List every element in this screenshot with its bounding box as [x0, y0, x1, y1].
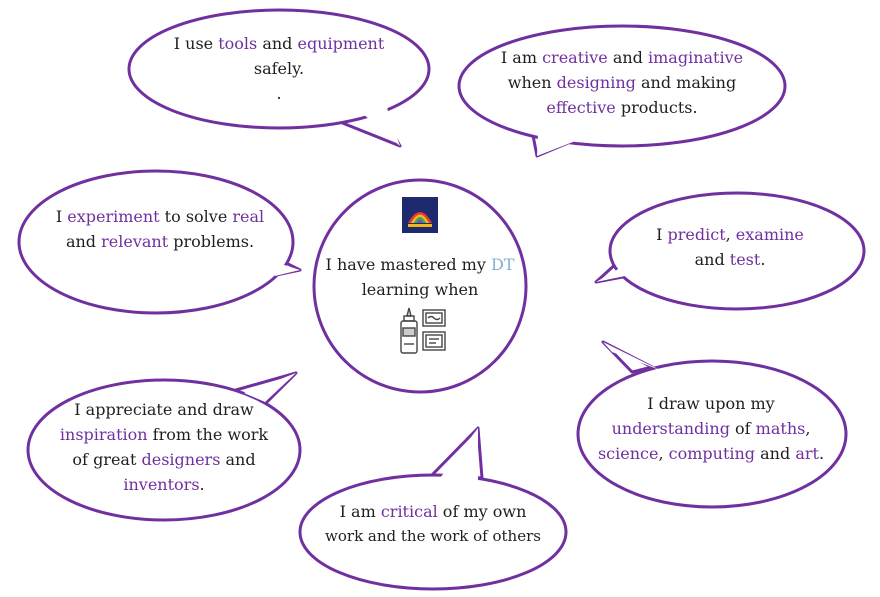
bubble-creative-body [457, 24, 787, 148]
critical-text: I am critical of my own work and the wor… [325, 502, 541, 545]
inspiration-text: I appreciate and draw inspiration from t… [59, 400, 269, 494]
keyword-experiment: experiment [67, 207, 160, 226]
center-text: I have mastered my DT learning when [320, 252, 520, 302]
experiment-text: I experiment to solve real and relevant … [55, 207, 265, 251]
keyword-maths: maths [755, 419, 806, 438]
keyword-real: real [232, 207, 265, 226]
predict-text: I predict, examine and test. [656, 225, 804, 269]
bubble-understanding-body [576, 359, 848, 509]
keyword-tools: tools [218, 34, 258, 53]
bubble-predict-body [608, 191, 866, 311]
center-line1: I have mastered my [325, 255, 491, 274]
keyword-understanding: understanding [611, 419, 730, 438]
creative-text: I am creative and imaginative when desig… [500, 48, 744, 117]
bubble-tools-body [127, 8, 431, 130]
keyword-inspiration: inspiration [59, 425, 148, 444]
bubble-critical-body [298, 473, 568, 591]
school-logo-icon [402, 197, 438, 233]
bubble-experiment-body [17, 169, 295, 315]
tools-text: I use tools and equipment safely. . [173, 34, 385, 103]
keyword-imaginative: imaginative [648, 48, 744, 67]
center-line2: learning when [361, 280, 479, 299]
keyword-designers: designers [141, 450, 221, 469]
keyword-inventors: inventors [123, 475, 200, 494]
keyword-art: art [795, 444, 819, 463]
keyword-creative: creative [542, 48, 608, 67]
glue-bottle-icon [400, 307, 446, 354]
keyword-equipment: equipment [297, 34, 385, 53]
keyword-science: science [597, 444, 659, 463]
keyword-computing: computing [668, 444, 756, 463]
keyword-critical: critical [380, 502, 438, 521]
center-circle [312, 178, 528, 394]
keyword-designing: designing [556, 73, 636, 92]
bubble-inspiration-body [26, 378, 302, 522]
keyword-predict: predict [667, 225, 726, 244]
dt-highlight: DT [490, 255, 515, 274]
understanding-text: I draw upon my understanding of maths, s… [597, 394, 825, 463]
keyword-test: test [729, 250, 761, 269]
keyword-relevant: relevant [101, 232, 169, 251]
keyword-effective: effective [546, 98, 616, 117]
keyword-examine: examine [735, 225, 804, 244]
